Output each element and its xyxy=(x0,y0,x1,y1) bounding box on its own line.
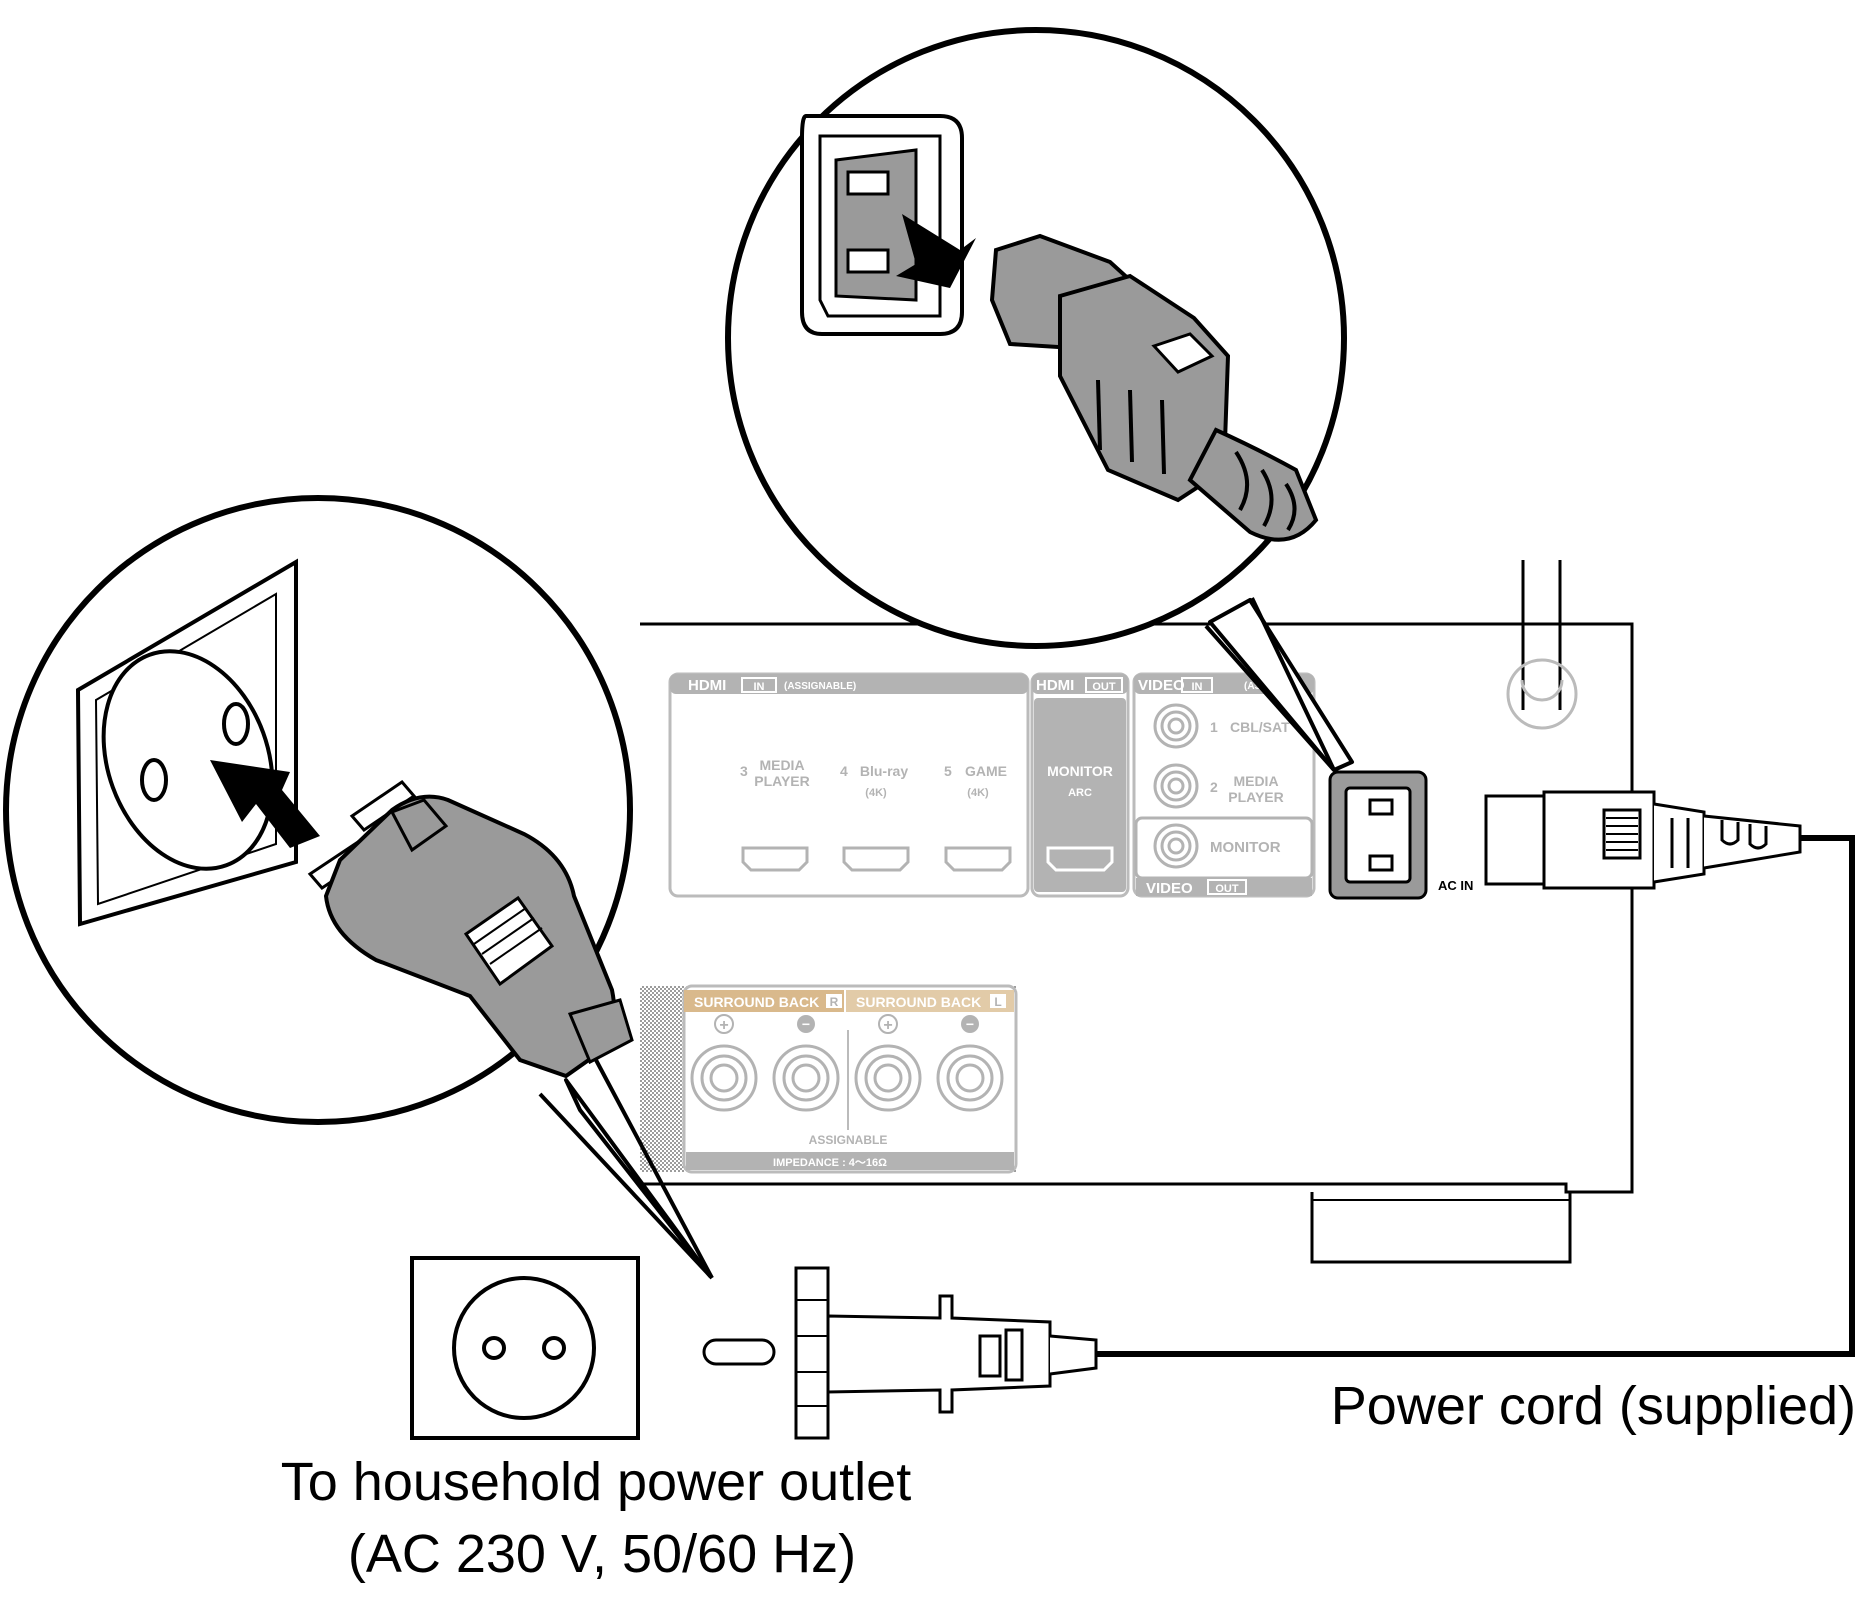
receiver-rear-panel: HDMI IN (ASSIGNABLE) 3 MEDIA PLAYER 4 Bl… xyxy=(640,560,1634,1264)
video-out-tag: OUT xyxy=(1215,883,1239,895)
assignable-label: ASSIGNABLE xyxy=(809,1133,888,1147)
minus-sign: − xyxy=(966,1016,974,1032)
hdmi-input-sub: (4K) xyxy=(865,787,887,799)
video-in-tag: IN xyxy=(1192,681,1203,693)
hdmi-in-title: HDMI xyxy=(688,677,726,694)
video-in-title: VIDEO xyxy=(1138,677,1185,694)
plus-sign: + xyxy=(883,1017,892,1034)
hdmi-input-number: 5 xyxy=(944,763,952,779)
hdmi-input-name-2: PLAYER xyxy=(754,773,810,789)
plus-sign: + xyxy=(719,1017,728,1034)
hdmi-input-name: GAME xyxy=(965,763,1007,779)
callout-plug-zoom xyxy=(3,495,714,1280)
surround-back-l-title: SURROUND BACK xyxy=(856,994,981,1010)
hdmi-input-sub: (4K) xyxy=(967,787,989,799)
video-out-label: MONITOR xyxy=(1210,839,1281,856)
impedance-label: IMPEDANCE : 4～16Ω xyxy=(773,1157,887,1169)
hdmi-port[interactable] xyxy=(944,846,1012,872)
power-cord xyxy=(702,790,1855,1440)
household-outlet xyxy=(410,1256,640,1440)
surround-back-terminals: SURROUND BACK R SURROUND BACK L + − xyxy=(640,984,1018,1174)
hdmi-out-group: HDMI OUT MONITOR ARC xyxy=(1030,672,1130,898)
video-input-name: CBL/SAT xyxy=(1230,719,1290,735)
surround-back-r-tag: R xyxy=(830,995,839,1009)
rca-jack-video-1[interactable] xyxy=(1153,703,1199,749)
callout-inlet-zoom xyxy=(725,27,1354,772)
speaker-terminal-l-plus[interactable]: + xyxy=(854,1014,922,1112)
power-cord-caption: Power cord (supplied) xyxy=(1331,1376,1856,1436)
speaker-terminal-r-minus[interactable]: − xyxy=(772,1015,840,1112)
ac-inlet[interactable] xyxy=(1328,770,1428,900)
rca-jack-video-out[interactable] xyxy=(1153,823,1199,869)
speaker-terminal-l-minus[interactable]: − xyxy=(936,1015,1004,1112)
ac-in-label: AC IN xyxy=(1438,878,1473,893)
video-input-name: MEDIA xyxy=(1233,773,1278,789)
outlet-caption-line1: To household power outlet xyxy=(281,1452,911,1512)
iec-connector xyxy=(1484,790,1802,890)
hdmi-input-name: Blu-ray xyxy=(860,763,908,779)
video-out-title: VIDEO xyxy=(1146,880,1193,897)
surround-back-r-title: SURROUND BACK xyxy=(694,994,819,1010)
speaker-terminal-r-plus[interactable]: + xyxy=(690,1014,758,1112)
hdmi-out-sub: ARC xyxy=(1068,787,1092,799)
hdmi-input-number: 3 xyxy=(740,763,748,779)
rca-jack-video-2[interactable] xyxy=(1153,763,1199,809)
wall-plug xyxy=(702,1266,1098,1440)
video-in-note: (ASS xyxy=(1244,681,1268,692)
hdmi-out-label: MONITOR xyxy=(1047,763,1113,779)
video-input-number: 2 xyxy=(1210,779,1218,795)
hdmi-out-tag: OUT xyxy=(1092,681,1116,693)
surround-back-l-tag: L xyxy=(994,995,1001,1009)
hdmi-port[interactable] xyxy=(741,846,809,872)
minus-sign: − xyxy=(802,1016,810,1032)
wireless-antenna xyxy=(1506,560,1578,730)
hdmi-in-tag: IN xyxy=(754,681,765,693)
outlet-caption-line2: (AC 230 V, 50/60 Hz) xyxy=(348,1524,856,1584)
hdmi-in-group: HDMI IN (ASSIGNABLE) 3 MEDIA PLAYER 4 Bl… xyxy=(668,672,1030,898)
hdmi-in-note: (ASSIGNABLE) xyxy=(784,681,856,692)
hdmi-port[interactable] xyxy=(842,846,910,872)
hdmi-out-title: HDMI xyxy=(1036,677,1074,694)
video-input-number: 1 xyxy=(1210,719,1218,735)
video-input-name-2: PLAYER xyxy=(1228,789,1284,805)
hdmi-input-number: 4 xyxy=(840,763,848,779)
hdmi-input-name: MEDIA xyxy=(759,757,804,773)
hdmi-out-port[interactable] xyxy=(1046,846,1114,872)
